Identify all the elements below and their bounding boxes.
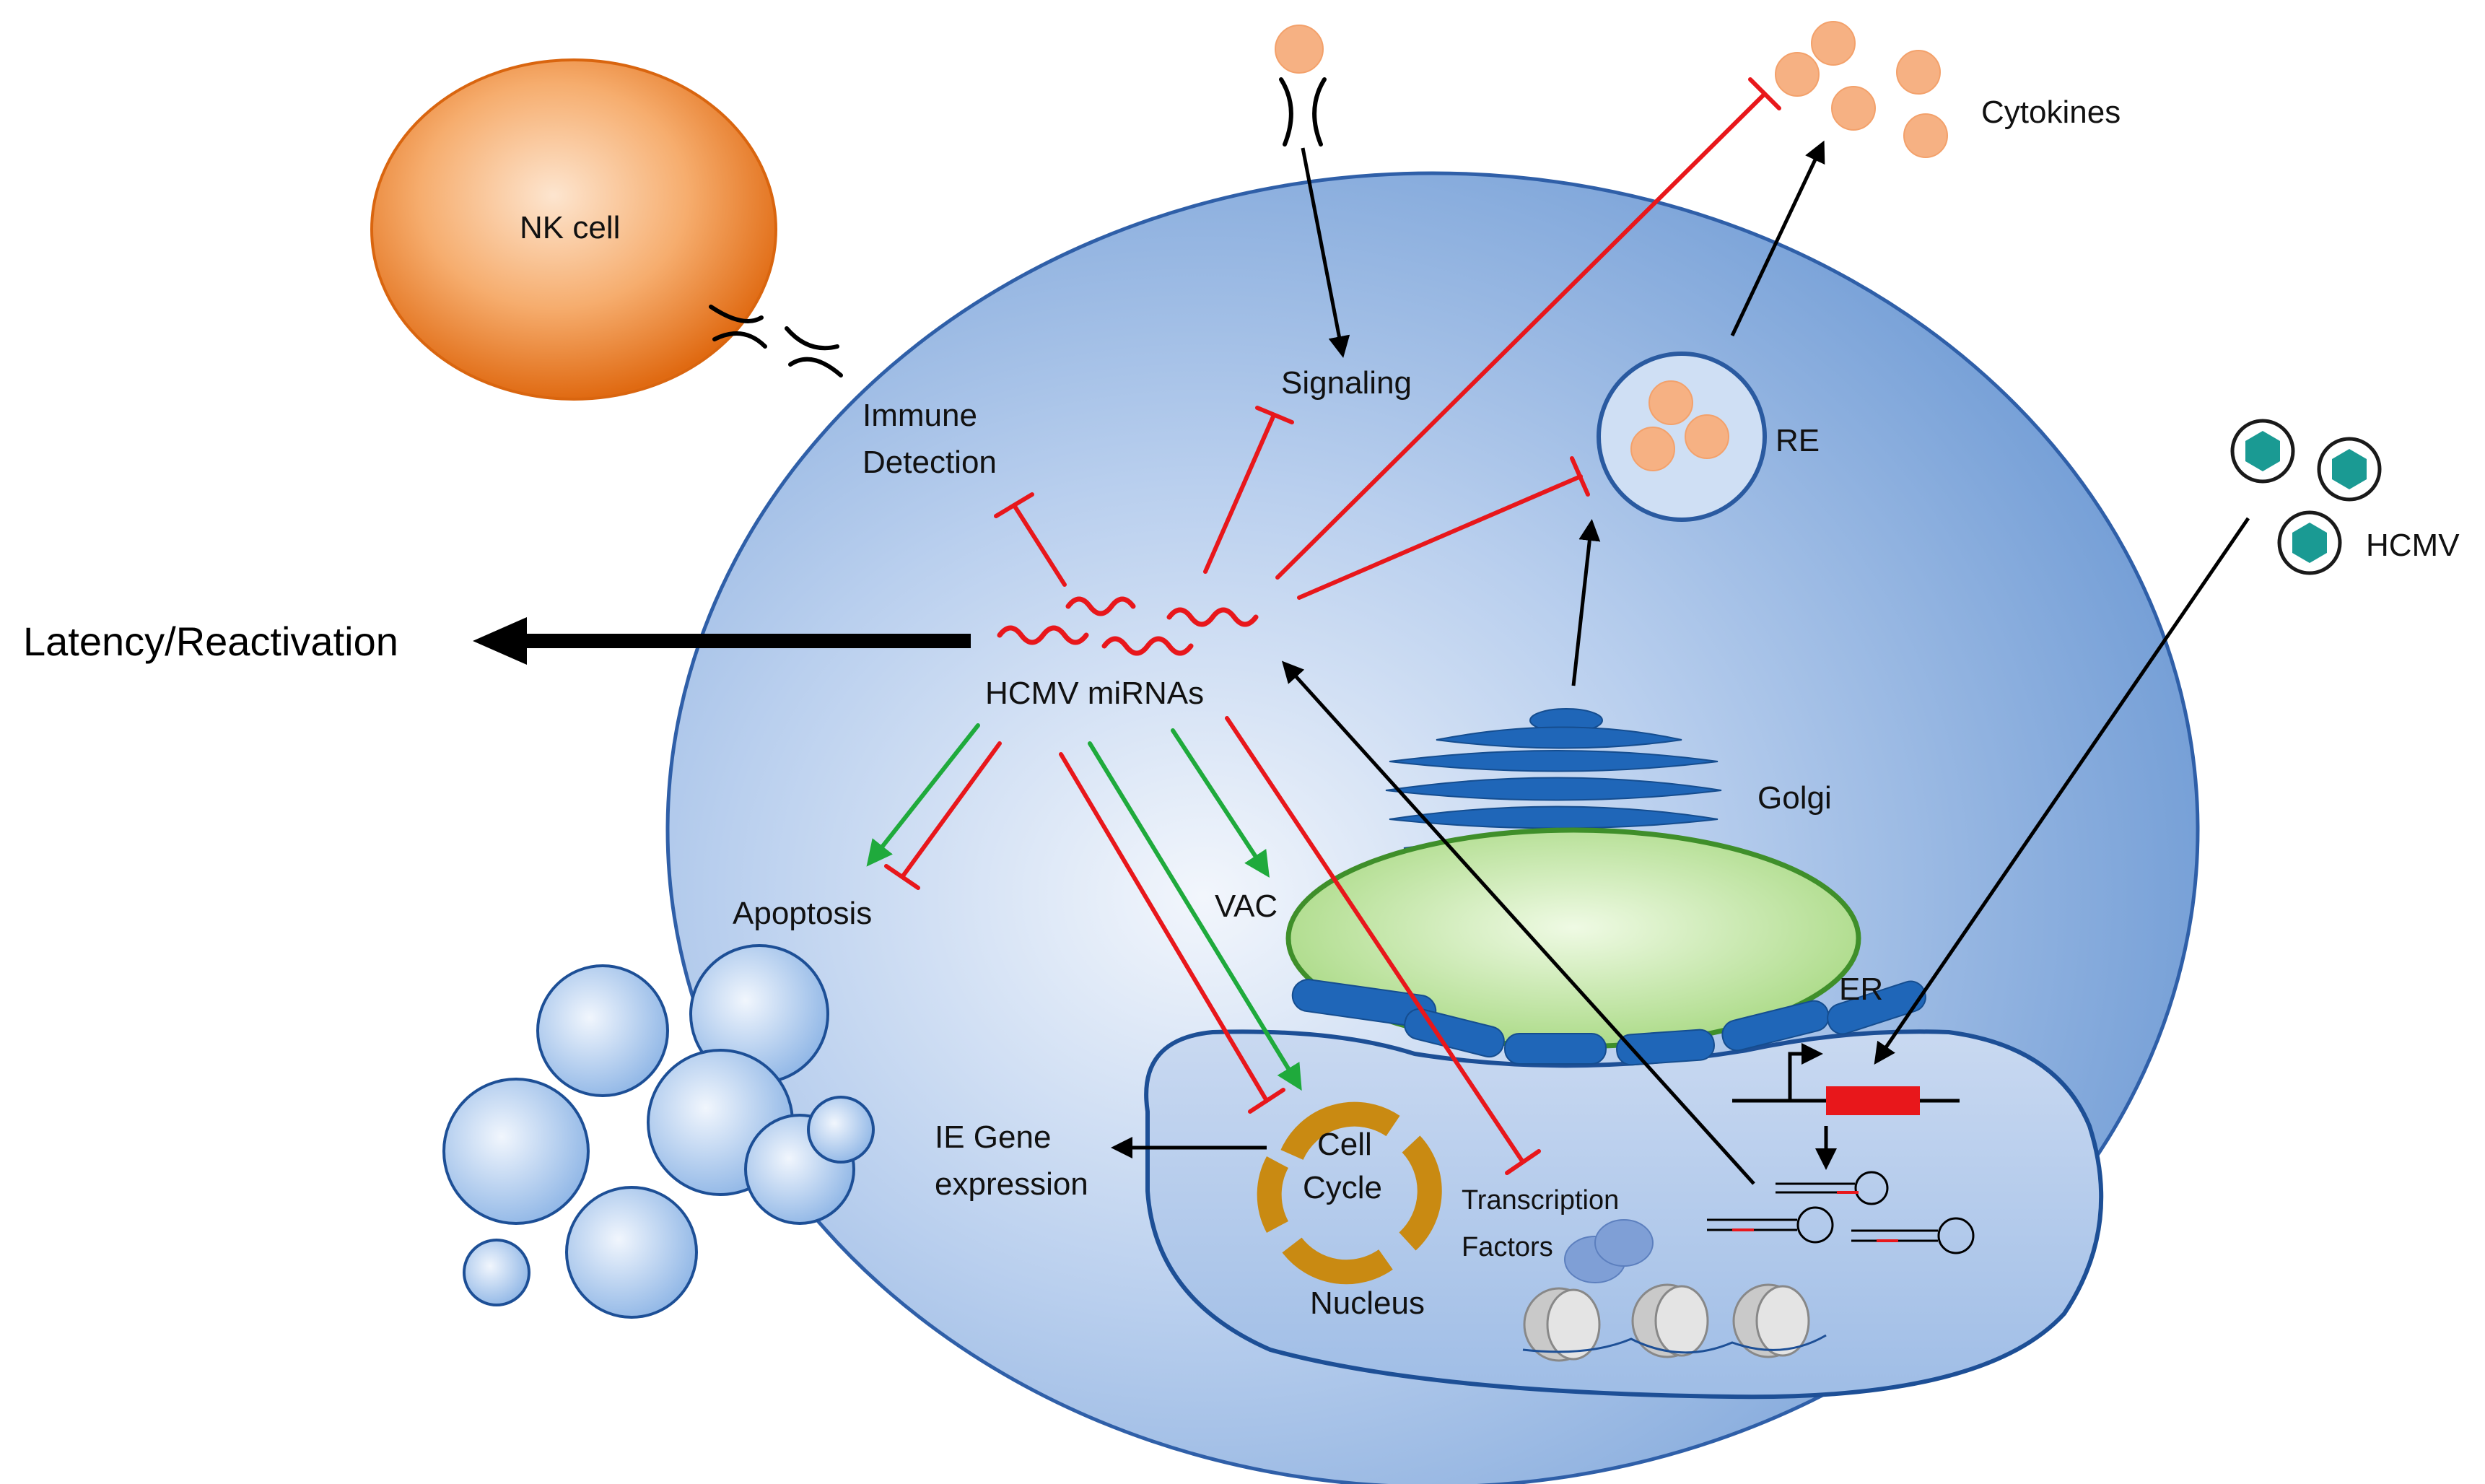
er (1291, 979, 1926, 1066)
mirna-squiggles (997, 596, 1259, 656)
immune-detection-label-2: Detection (862, 445, 997, 480)
golgi-label: Golgi (1757, 780, 1832, 816)
signaling-arrow (1301, 147, 1350, 358)
re-label: RE (1776, 423, 1820, 458)
ie-gene-label-2: expression (935, 1166, 1088, 1202)
hcmv-virions (2230, 419, 2382, 575)
ie-gene-label-1: IE Gene (935, 1119, 1051, 1155)
nucleus-label: Nucleus (1310, 1286, 1425, 1321)
hcmv-entry-arrow (1874, 517, 2250, 1065)
transcription-label-2: Factors (1462, 1232, 1553, 1262)
signaling-label: Signaling (1281, 365, 1412, 401)
cell-cycle-label-2: Cycle (1303, 1170, 1382, 1205)
nk-cell-label: NK cell (520, 210, 620, 245)
golgi-to-re-arrow (1571, 519, 1601, 686)
apoptosis-label: Apoptosis (733, 896, 872, 931)
re-vesicle (1597, 352, 1767, 522)
immune-detection-label-1: Immune (862, 398, 977, 433)
apoptotic-bodies (442, 944, 875, 1319)
latency-label: Latency/Reactivation (23, 619, 398, 664)
mirna-hairpins (1707, 1171, 1975, 1254)
transcription-label-1: Transcription (1462, 1185, 1619, 1215)
nk-receptor-icon (709, 305, 843, 377)
re-to-cytokine-arrow (1730, 140, 1825, 337)
re-cargo (1630, 380, 1729, 471)
cytokine-cluster (1775, 21, 1948, 158)
vac-label: VAC (1215, 889, 1278, 924)
latency-arrowhead (473, 617, 527, 665)
inhibition-lines (884, 77, 1781, 1175)
nk-cell (370, 58, 777, 401)
export-arrow (1281, 660, 1755, 1185)
cell-cycle-label-1: Cell (1317, 1127, 1372, 1162)
activation-lines (866, 723, 1302, 1091)
cell-cycle-icon (1257, 1101, 1442, 1285)
hcmv-label: HCMV (2366, 528, 2460, 563)
signaling-receptor-icon (1279, 77, 1327, 147)
nucleosomes (1522, 1283, 1827, 1362)
viral-gene (1732, 1043, 1960, 1170)
cytokines-label: Cytokines (1981, 95, 2121, 130)
hcmv-mirnas-label: HCMV miRNAs (985, 676, 1204, 711)
er-label: ER (1839, 972, 1883, 1007)
signaling-ligand (1275, 25, 1324, 74)
transcription-factor-blobs (1564, 1219, 1654, 1283)
